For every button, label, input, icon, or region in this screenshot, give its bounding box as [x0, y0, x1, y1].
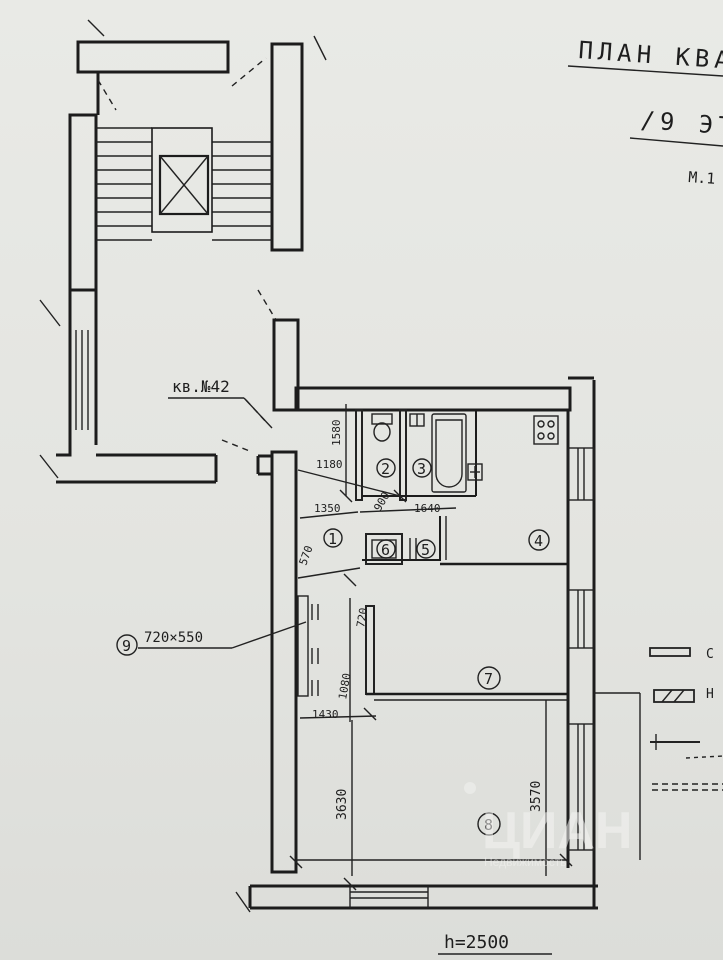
room-number-7: 7	[484, 670, 493, 688]
dim-570: 570	[297, 544, 316, 567]
dim-1080: 1080	[336, 672, 353, 700]
title-block: ПЛАН КВАРТ /9 ЭТА М.1	[567, 36, 723, 188]
plan-scale: М.1	[688, 168, 716, 188]
room-number-4: 4	[534, 532, 543, 550]
dim-720: 720	[354, 607, 370, 629]
apartment-walls	[248, 318, 641, 910]
apartment-label-group: кв.№42	[168, 377, 273, 429]
room-number-3: 3	[417, 460, 426, 478]
height-note: h=2500	[444, 932, 509, 953]
dim-1350: 1350	[314, 502, 341, 515]
watermark: ЦИАН Недвижимость	[464, 782, 632, 869]
dimension-lines	[289, 404, 573, 891]
dim-1430: 1430	[312, 708, 339, 721]
apartment-label: кв.№42	[172, 377, 230, 396]
callout-text: 720×550	[144, 630, 203, 646]
watermark-sub: Недвижимость	[484, 855, 567, 869]
room-numbers: 1 2 3 4 5 6 7 8	[323, 458, 550, 836]
callout-number: 9	[122, 637, 131, 655]
room-number-6: 6	[381, 541, 390, 559]
stairwell	[39, 19, 327, 913]
room-number-8: 8	[484, 816, 493, 834]
dim-1180: 1180	[316, 458, 343, 471]
dim-3630: 3630	[335, 789, 350, 820]
dim-1580: 1580	[330, 420, 343, 447]
dim-1640: 1640	[414, 502, 441, 515]
watermark-brand: ЦИАН	[482, 802, 632, 860]
room-number-2: 2	[381, 460, 390, 478]
plan-floor: /9 ЭТА	[640, 106, 723, 142]
legend: С Н	[649, 647, 723, 791]
partitions	[297, 409, 568, 701]
legend-text-2: Н	[706, 687, 714, 702]
room-number-5: 5	[421, 541, 430, 559]
dimension-labels: 1580 1180 1350 900 1640 570 720 1080 143…	[297, 420, 544, 821]
legend-text-1: С	[706, 647, 714, 662]
room-number-1: 1	[328, 530, 337, 548]
pantry-callout: 9 720×550	[116, 621, 307, 656]
dim-3570: 3570	[529, 781, 544, 812]
height-note-group: h=2500	[438, 932, 552, 955]
